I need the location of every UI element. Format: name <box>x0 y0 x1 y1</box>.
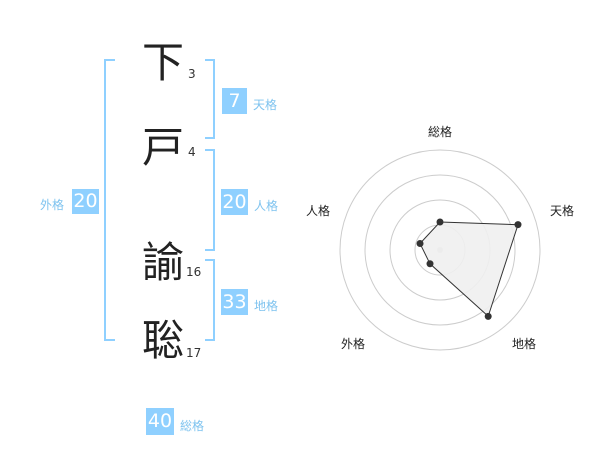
name-char-4-strokes: 17 <box>186 346 202 360</box>
jinkaku-label: 人格 <box>254 199 279 213</box>
radar-label-chikaku: 地格 <box>512 337 537 351</box>
soukaku-label: 総格 <box>180 419 205 433</box>
name-char-4: 聡 <box>142 316 185 365</box>
radar-point-gaikaku <box>426 260 434 268</box>
radar-ring <box>364 174 516 326</box>
jinkaku-value: 20 <box>221 189 248 215</box>
radar-point-chikaku <box>484 312 492 320</box>
radar-label-gaikaku: 外格 <box>341 337 366 351</box>
name-char-1: 下 <box>142 38 185 87</box>
name-char-1-strokes: 3 <box>188 67 196 81</box>
name-char-3: 諭 <box>142 238 185 287</box>
radar-label-tenkaku: 天格 <box>550 204 575 218</box>
gaikaku-value: 20 <box>72 189 99 214</box>
tenkaku-bracket <box>205 59 215 139</box>
tenkaku-label: 天格 <box>253 98 278 112</box>
chikaku-label: 地格 <box>254 299 279 313</box>
chikaku-bracket <box>205 259 215 341</box>
radar-point-jinkaku <box>416 240 424 248</box>
soukaku-value: 40 <box>146 408 174 435</box>
radar-ring <box>339 149 541 351</box>
name-char-2: 戸 <box>142 123 185 172</box>
name-char-3-strokes: 16 <box>186 265 202 279</box>
chikaku-value: 33 <box>221 289 248 315</box>
jinkaku-bracket <box>205 149 215 251</box>
radar-point-tenkaku <box>514 221 522 229</box>
radar-point-soukaku <box>436 218 444 226</box>
radar-label-soukaku: 総格 <box>428 125 453 139</box>
gaikaku-bracket <box>104 59 115 341</box>
name-char-2-strokes: 4 <box>188 145 196 159</box>
radar-data-shape <box>419 221 519 318</box>
radar-data-points <box>416 218 522 320</box>
radar-label-jinkaku: 人格 <box>306 204 331 218</box>
tenkaku-value: 7 <box>222 88 247 114</box>
radar-grid <box>339 149 541 351</box>
gaikaku-label: 外格 <box>40 198 65 212</box>
